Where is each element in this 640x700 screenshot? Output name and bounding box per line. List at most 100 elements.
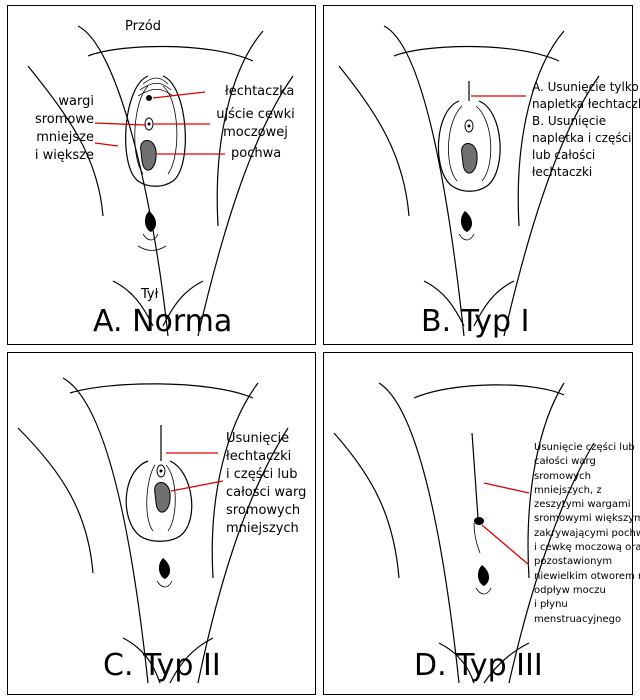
right-outer-line [211, 382, 259, 579]
clitoris-dot [146, 95, 152, 101]
type-i-description: A. Usunięcie tylko napletka łechtaczki B… [532, 79, 640, 181]
labia-stump-right [165, 464, 176, 532]
left-thigh-line [77, 25, 169, 337]
lower-seam [473, 522, 481, 554]
desc-line-8: i cewkę moczową oraz [534, 542, 640, 554]
back-label: Tył [141, 287, 159, 302]
buttock-right [169, 637, 214, 684]
desc-line-4: mniejszych, z [534, 484, 602, 496]
anus [477, 565, 490, 586]
panel-a-title: A. Norma [93, 304, 233, 339]
desc-line-10: niewielkim otworem na [534, 570, 640, 582]
desc-line-3: i części lub [226, 467, 298, 482]
desc-line-9: pozostawionym [534, 556, 613, 568]
desc-line-4: napletka i części [532, 131, 632, 145]
vagina-opening [154, 482, 171, 513]
labia-majora [125, 460, 193, 542]
desc-line-6: sromowymi większymi [534, 513, 640, 525]
vagina-opening [461, 143, 478, 174]
prepuce-fold-2 [139, 82, 172, 91]
panel-c-drawing [17, 377, 289, 684]
pointer-labia-1 [94, 122, 147, 126]
left-outer-line [17, 427, 94, 574]
panel-a-norma: Przód łechtaczka wargi sromowe mniejsze … [7, 5, 316, 345]
perineum-line [156, 580, 173, 588]
left-outer-line [27, 65, 104, 217]
desc-line-1: Usunięcie [226, 431, 290, 446]
desc-line-3: B. Usunięcie [532, 114, 607, 128]
sewn-seam [471, 432, 479, 519]
perineum-line [458, 233, 475, 241]
desc-line-2: całości warg [534, 456, 596, 468]
perineum-line [142, 233, 159, 241]
small-opening [474, 517, 484, 525]
desc-line-2: napletka łechtaczki [532, 97, 640, 111]
labia-majora [125, 75, 186, 187]
left-thigh-line [383, 25, 465, 337]
perineum-line [475, 587, 492, 595]
pointer-seam [483, 482, 530, 494]
labia-label-line-2: sromowe [34, 112, 94, 127]
buttock-right [473, 280, 515, 327]
right-outer-line [216, 30, 264, 227]
panel-d-drawing [333, 382, 595, 684]
desc-line-1: Usunięcie części lub [534, 442, 635, 453]
desc-line-1: A. Usunięcie tylko [532, 80, 639, 94]
labia-stump-left [146, 464, 156, 532]
desc-line-5: zeszytymi wargami [534, 499, 631, 511]
panel-a-drawing [27, 25, 294, 337]
left-thigh-line [62, 377, 149, 684]
desc-line-12: i płynu [534, 599, 568, 611]
buttock-right [162, 280, 204, 327]
left-outer-line [338, 65, 410, 217]
desc-line-5: sromowych [226, 503, 301, 518]
vagina-label: pochwa [231, 146, 282, 161]
mons-line [413, 384, 565, 399]
gluteal-line [137, 245, 167, 251]
right-thigh-line [197, 427, 289, 684]
buttock-left [122, 637, 161, 684]
urethra-label-line-1: ujście cewki [216, 107, 295, 122]
labia-minora-right [162, 85, 178, 175]
desc-line-2: łechtaczki [226, 449, 292, 464]
anus [144, 211, 157, 232]
labia-minora-right [475, 105, 492, 182]
buttock-left [438, 642, 475, 684]
left-outer-line [333, 432, 400, 579]
desc-line-5: lub całości [532, 148, 596, 162]
urethra-label-line-2: moczowej [223, 125, 288, 140]
right-outer-line [517, 30, 565, 227]
urethra-opening [159, 469, 163, 473]
panel-c-typ-ii: Usunięcie łechtaczki i części lub całośc… [7, 352, 316, 695]
buttock-right [483, 642, 530, 684]
vagina-opening [140, 140, 157, 171]
desc-line-6: mniejszych [226, 521, 299, 536]
mons-line [393, 45, 560, 62]
anus [460, 211, 473, 232]
mons-line [87, 45, 254, 62]
front-label: Przód [125, 19, 161, 34]
desc-line-4: całości warg [226, 485, 307, 500]
urethra-opening [467, 124, 471, 128]
clitoris-label: łechtaczka [225, 84, 295, 99]
labia-minora-left [134, 85, 149, 175]
desc-line-6: łechtaczki [532, 165, 593, 179]
panel-d-typ-iii: Usunięcie części lub całości warg sromow… [323, 352, 640, 695]
panel-b-typ-i: A. Usunięcie tylko napletka łechtaczki B… [323, 5, 640, 345]
mons-line [69, 383, 254, 399]
prepuce-fold-1 [142, 77, 169, 85]
pointer-clitoris [152, 91, 206, 99]
labia-minora-left [448, 105, 463, 182]
pointer-opening [481, 524, 530, 566]
buttock-left [112, 280, 154, 327]
labia-label-line-4: i większe [34, 148, 94, 163]
right-thigh-line [197, 75, 294, 337]
desc-line-7: zakrywającymi pochwę [534, 527, 640, 539]
pointer-labia-2 [94, 142, 119, 147]
panel-b-title: B. Typ I [421, 304, 530, 339]
desc-line-13: menstruacyjnego [534, 613, 622, 625]
labia-label: wargi sromowe mniejsze i większe [23, 93, 94, 165]
panel-c-title: C. Typ II [103, 648, 221, 683]
right-thigh-line [503, 75, 600, 337]
type-iii-description: Usunięcie części lub całości warg sromow… [534, 441, 640, 627]
